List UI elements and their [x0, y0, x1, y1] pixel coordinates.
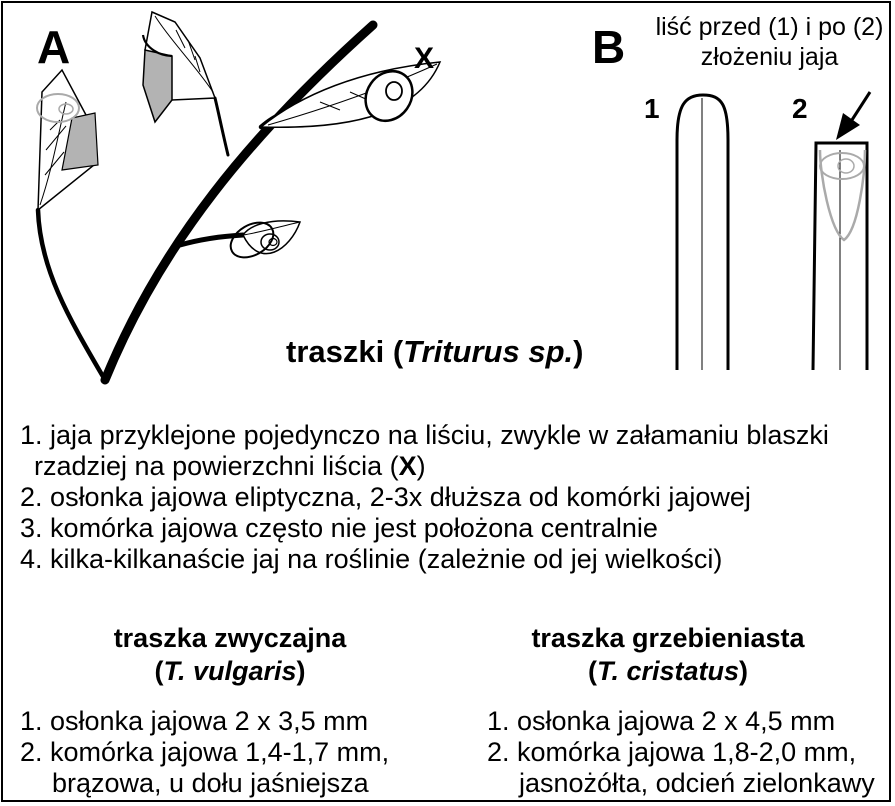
species-left-item: 2. komórka jajowa 1,4-1,7 mm, — [20, 737, 389, 768]
species-left-heading: traszka zwyczajna (T. vulgaris) — [70, 622, 390, 688]
species-left-latin: (T. vulgaris) — [70, 655, 390, 688]
feature-item: 3. komórka jajowa często nie jest położo… — [20, 513, 880, 544]
species-right-item: 2. komórka jajowa 1,8-2,0 mm, — [487, 737, 875, 768]
feature-item: rzadziej na powierzchni liścia (X) — [20, 451, 880, 482]
species-right-list: 1. osłonka jajowa 2 x 4,5 mm 2. komórka … — [487, 706, 875, 799]
caption-line-2: złożeniu jaja — [652, 42, 887, 72]
panel-b-label: B — [592, 24, 625, 70]
folded-leaf-left — [37, 70, 98, 210]
leaf-after — [813, 143, 867, 370]
leaf-before-label: 1 — [644, 95, 660, 123]
features-list: 1. jaja przyklejone pojedynczo na liściu… — [20, 420, 880, 575]
feature-item: 4. kilka-kilkanaście jaj na roślinie (za… — [20, 544, 880, 575]
species-right-item: 1. osłonka jajowa 2 x 4,5 mm — [487, 706, 875, 737]
genus-title-post: ) — [573, 334, 583, 369]
species-left-name: traszka zwyczajna — [70, 622, 390, 655]
feature-item: 2. osłonka jajowa eliptyczna, 2-3x dłużs… — [20, 482, 880, 513]
leaf-after-label: 2 — [792, 95, 808, 123]
species-right-heading: traszka grzebieniasta (T. cristatus) — [508, 622, 828, 688]
species-right-item: jasnożółta, odcień zielonkawy — [487, 768, 875, 799]
species-right-name: traszka grzebieniasta — [508, 622, 828, 655]
species-left-list: 1. osłonka jajowa 2 x 3,5 mm 2. komórka … — [20, 706, 389, 799]
species-left-item: brązowa, u dołu jaśniejsza — [20, 768, 389, 799]
leaf-with-egg-lower — [225, 216, 300, 265]
arrow-icon — [836, 92, 870, 140]
caption-line-1: liść przed (1) i po (2) — [652, 12, 887, 42]
genus-title-pre: traszki ( — [286, 334, 403, 369]
genus-title: traszki (Triturus sp.) — [286, 336, 583, 367]
species-left-item: 1. osłonka jajowa 2 x 3,5 mm — [20, 706, 389, 737]
panel-b-caption: liść przed (1) i po (2) złożeniu jaja — [652, 12, 887, 72]
feature-item: 1. jaja przyklejone pojedynczo na liściu… — [20, 420, 880, 451]
folded-leaf-middle — [143, 12, 215, 122]
leaf-before — [677, 95, 728, 370]
species-right-latin: (T. cristatus) — [508, 655, 828, 688]
genus-title-latin: Triturus sp. — [403, 334, 573, 369]
egg-x-label: X — [414, 44, 434, 74]
panel-a-label: A — [37, 24, 70, 70]
